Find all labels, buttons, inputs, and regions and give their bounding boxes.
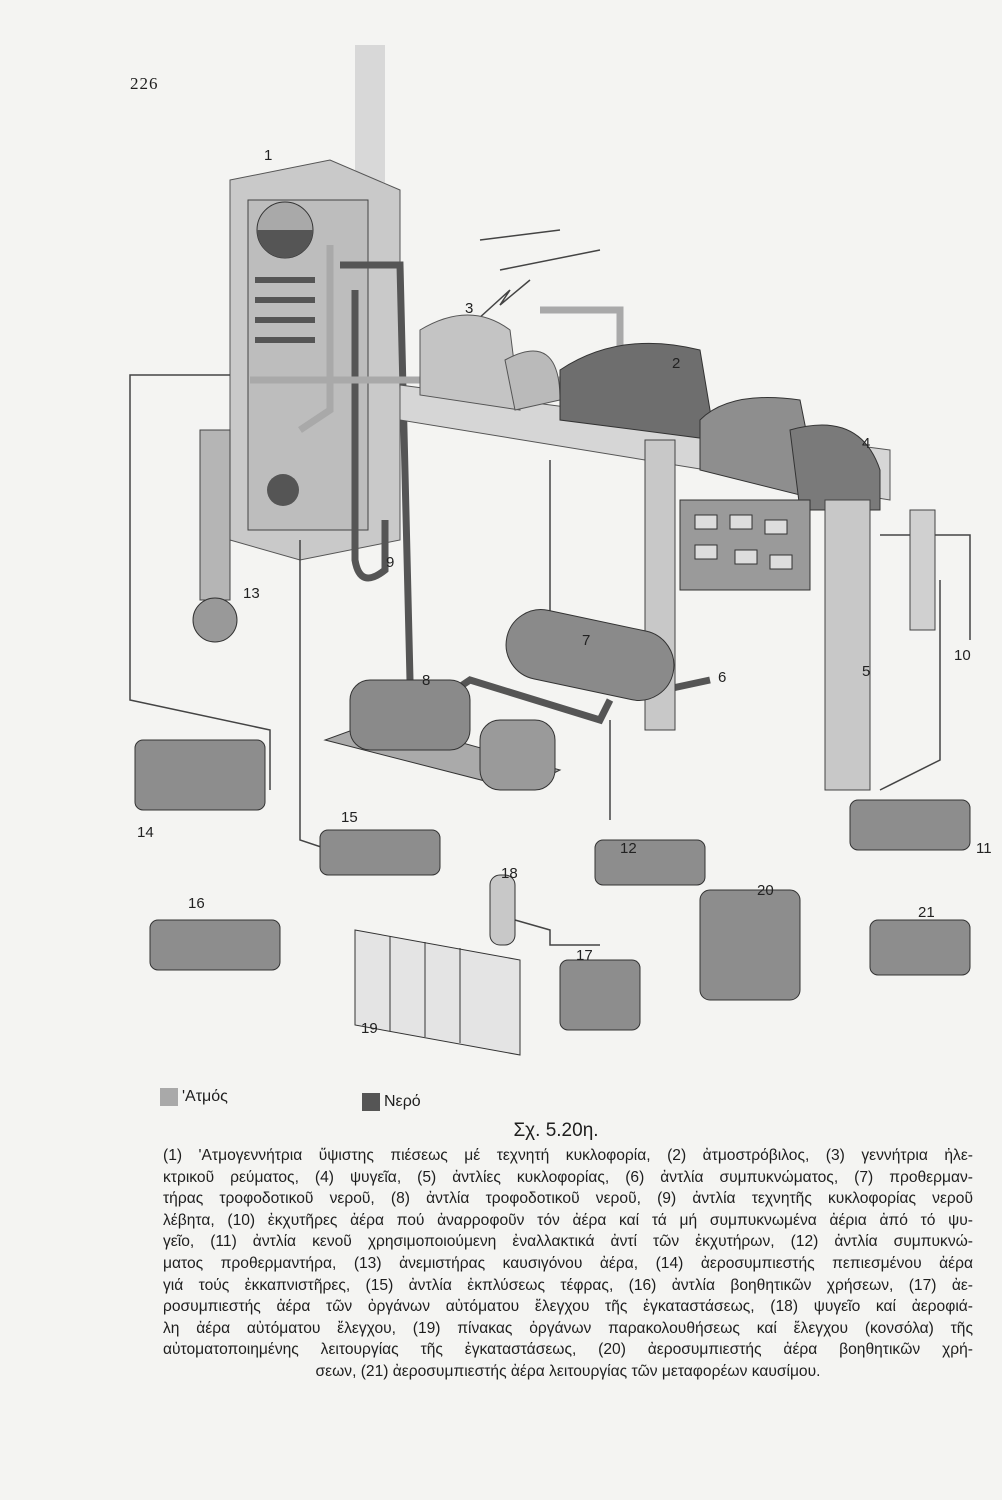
figure-title: Σχ. 5.20η. <box>513 1120 599 1141</box>
power-plant-diagram: 1 2 3 4 5 6 7 8 9 10 11 12 13 14 15 16 1… <box>129 45 992 1056</box>
legend-steam-label: 'Ατμός <box>182 1088 228 1105</box>
caption-line: (1) 'Ατμογεννήτρια ὕψιστης πιέσεως μέ τε… <box>163 1147 973 1164</box>
label-12: 12 <box>620 840 637 857</box>
label-19: 19 <box>361 1020 378 1037</box>
label-10: 10 <box>954 647 971 664</box>
caption-line: κτρικοῦ ρεύματος, (4) ψυγεῖα, (5) ἀντλίε… <box>163 1168 973 1186</box>
label-3: 3 <box>465 300 473 317</box>
label-6: 6 <box>718 669 726 686</box>
label-9: 9 <box>386 554 394 571</box>
label-14: 14 <box>137 824 154 841</box>
label-20: 20 <box>757 882 774 899</box>
label-8: 8 <box>422 672 430 689</box>
figure-caption: (1) 'Ατμογεννήτρια ὕψιστης πιέσεως μέ τε… <box>163 1145 973 1383</box>
label-11: 11 <box>976 840 992 857</box>
label-18: 18 <box>501 865 518 882</box>
feedwater-pump <box>323 679 562 791</box>
feedwater-heater <box>505 609 675 701</box>
steam-swatch <box>160 1088 178 1106</box>
label-13: 13 <box>243 585 260 602</box>
label-7: 7 <box>582 632 590 649</box>
label-16: 16 <box>188 895 205 912</box>
caption-line: αὐτοματοποιημένης λειτουργίας τῆς ἐγκατα… <box>163 1341 973 1359</box>
fan <box>192 429 238 643</box>
legend-water: Νερό <box>362 1093 421 1111</box>
caption-line: ροσυμπιεστής ἀέρα τῶν ὀργάνων αὐτόματου … <box>163 1298 973 1316</box>
label-5: 5 <box>862 663 870 680</box>
air-lines <box>129 229 971 946</box>
component-labels: 1 2 3 4 5 6 7 8 9 10 11 12 13 14 15 16 1… <box>137 147 992 1037</box>
caption-line: σεων, (21) ἀεροσυμπιεστής ἀέρα λειτουργί… <box>315 1362 821 1380</box>
water-swatch <box>362 1093 380 1111</box>
label-21: 21 <box>918 904 935 921</box>
label-4: 4 <box>862 435 870 452</box>
caption-line: ματος προθερμαντήρα, (13) ἀνεμιστήρας κα… <box>163 1254 973 1272</box>
control-console <box>354 929 521 1056</box>
caption-line: γεῖο, (11) ἀντλία κενοῦ χρησιμοποιούμενη… <box>163 1233 973 1251</box>
page-number: 226 <box>130 74 159 93</box>
legend-water-label: Νερό <box>384 1093 421 1110</box>
label-2: 2 <box>672 355 680 372</box>
caption-line: γιά τούς ἐκκαπνιστῆρες, (15) ἀντλία ἐκπλ… <box>163 1276 973 1294</box>
caption-line: λέβητα, (10) ἐκχυτῆρες ἀέρα πού ἀναρροφο… <box>163 1211 973 1229</box>
steam-generator <box>229 45 401 561</box>
auxiliary-equipment <box>134 739 971 1031</box>
caption-line: τήρας τροφοδοτικοῦ νεροῦ, (8) ἀντλία τρο… <box>163 1190 973 1208</box>
label-15: 15 <box>341 809 358 826</box>
label-1: 1 <box>264 147 272 164</box>
legend-steam: 'Ατμός <box>160 1088 228 1106</box>
label-17: 17 <box>576 947 593 964</box>
caption-line: λη ἀέρα αὐτόματου ἔλεγχου, (19) πίνακας … <box>163 1319 973 1337</box>
